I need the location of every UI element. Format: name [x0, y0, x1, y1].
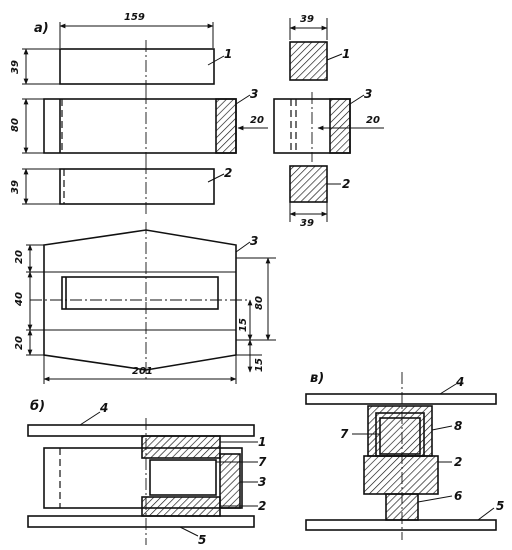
press-plate-bottom-v — [305, 519, 497, 531]
part-2-side-section — [289, 165, 328, 203]
part-3-section-side — [329, 98, 351, 154]
press-plate-top-v — [305, 393, 497, 405]
press-plate-bottom-b — [27, 515, 255, 528]
dimension-height-frame: 80 — [10, 98, 44, 154]
callout-2-side: 2 — [342, 177, 350, 191]
dim-blank-15-a: 15 — [238, 318, 249, 332]
dimension-height-2: 39 — [10, 168, 60, 205]
part-2-section-b — [141, 496, 221, 517]
callout-3-b: 3 — [258, 475, 266, 489]
dimension-height-1: 39 — [10, 48, 60, 85]
part-1-front — [59, 48, 215, 85]
callout-2-b: 2 — [258, 499, 266, 513]
panel-label-b: б) — [30, 399, 45, 414]
part-8-cup-v — [367, 405, 433, 457]
part-2-section-v — [363, 455, 439, 495]
dim-height-1-text: 39 — [10, 60, 21, 74]
dimension-blank-length: 201 — [43, 355, 237, 384]
dim-blank-80: 80 — [254, 296, 265, 310]
part-7-punch-b — [149, 459, 217, 496]
dim-39-top: 39 — [300, 14, 314, 25]
part-6-section-v — [385, 493, 419, 521]
callout-2-v: 2 — [454, 455, 462, 469]
dim-39-bottom: 39 — [300, 218, 314, 229]
callout-4-v: 4 — [455, 375, 464, 389]
callout-1-top: 1 — [224, 47, 232, 61]
frame-front — [43, 98, 237, 154]
dimension-width-bottom: 39 — [289, 202, 328, 229]
callout-2-top: 2 — [224, 166, 232, 180]
callout-7-v: 7 — [340, 427, 349, 441]
callout-1-side: 1 — [342, 47, 350, 61]
callout-5-b: 5 — [198, 533, 206, 547]
dimension-length-top: 159 — [59, 12, 214, 48]
part-2-front — [59, 168, 215, 205]
dim-height-2-text: 39 — [10, 180, 21, 194]
dim-20-b: 20 — [366, 115, 380, 126]
callout-3-side: 3 — [364, 87, 372, 101]
part-7-core-v — [379, 417, 421, 455]
part-3-section-front — [215, 98, 237, 154]
part-3-section-b — [219, 453, 241, 509]
panel-label-a: а) — [34, 21, 49, 36]
dim-blank-20-top: 20 — [14, 250, 25, 264]
dimension-width-top: 39 — [289, 14, 328, 40]
dim-201: 201 — [132, 366, 153, 377]
callout-8-v: 8 — [454, 419, 462, 433]
callout-7-b: 7 — [258, 455, 267, 469]
dim-blank-40: 40 — [14, 292, 25, 307]
dim-20-a: 20 — [250, 115, 264, 126]
callout-5-v: 5 — [496, 499, 504, 513]
callout-4-b: 4 — [99, 401, 108, 415]
callout-6-v: 6 — [454, 489, 462, 503]
callout-1-b: 1 — [258, 435, 266, 449]
dim-80-frame: 80 — [10, 118, 21, 132]
part-1-section-b — [141, 435, 221, 459]
blank-window — [61, 276, 219, 310]
dim-159: 159 — [124, 12, 145, 23]
dim-blank-20-bottom: 20 — [14, 336, 25, 350]
press-plate-top-b — [27, 424, 255, 437]
callout-3-front: 3 — [250, 87, 258, 101]
callout-3-blank: 3 — [250, 234, 258, 248]
dimension-blank-right: 80 15 15 — [236, 257, 276, 373]
dimension-blank-left: 20 40 20 — [14, 244, 44, 356]
part-1-side-section — [289, 41, 328, 81]
dim-blank-15-b: 15 — [254, 358, 265, 372]
panel-label-v: в) — [310, 371, 324, 386]
